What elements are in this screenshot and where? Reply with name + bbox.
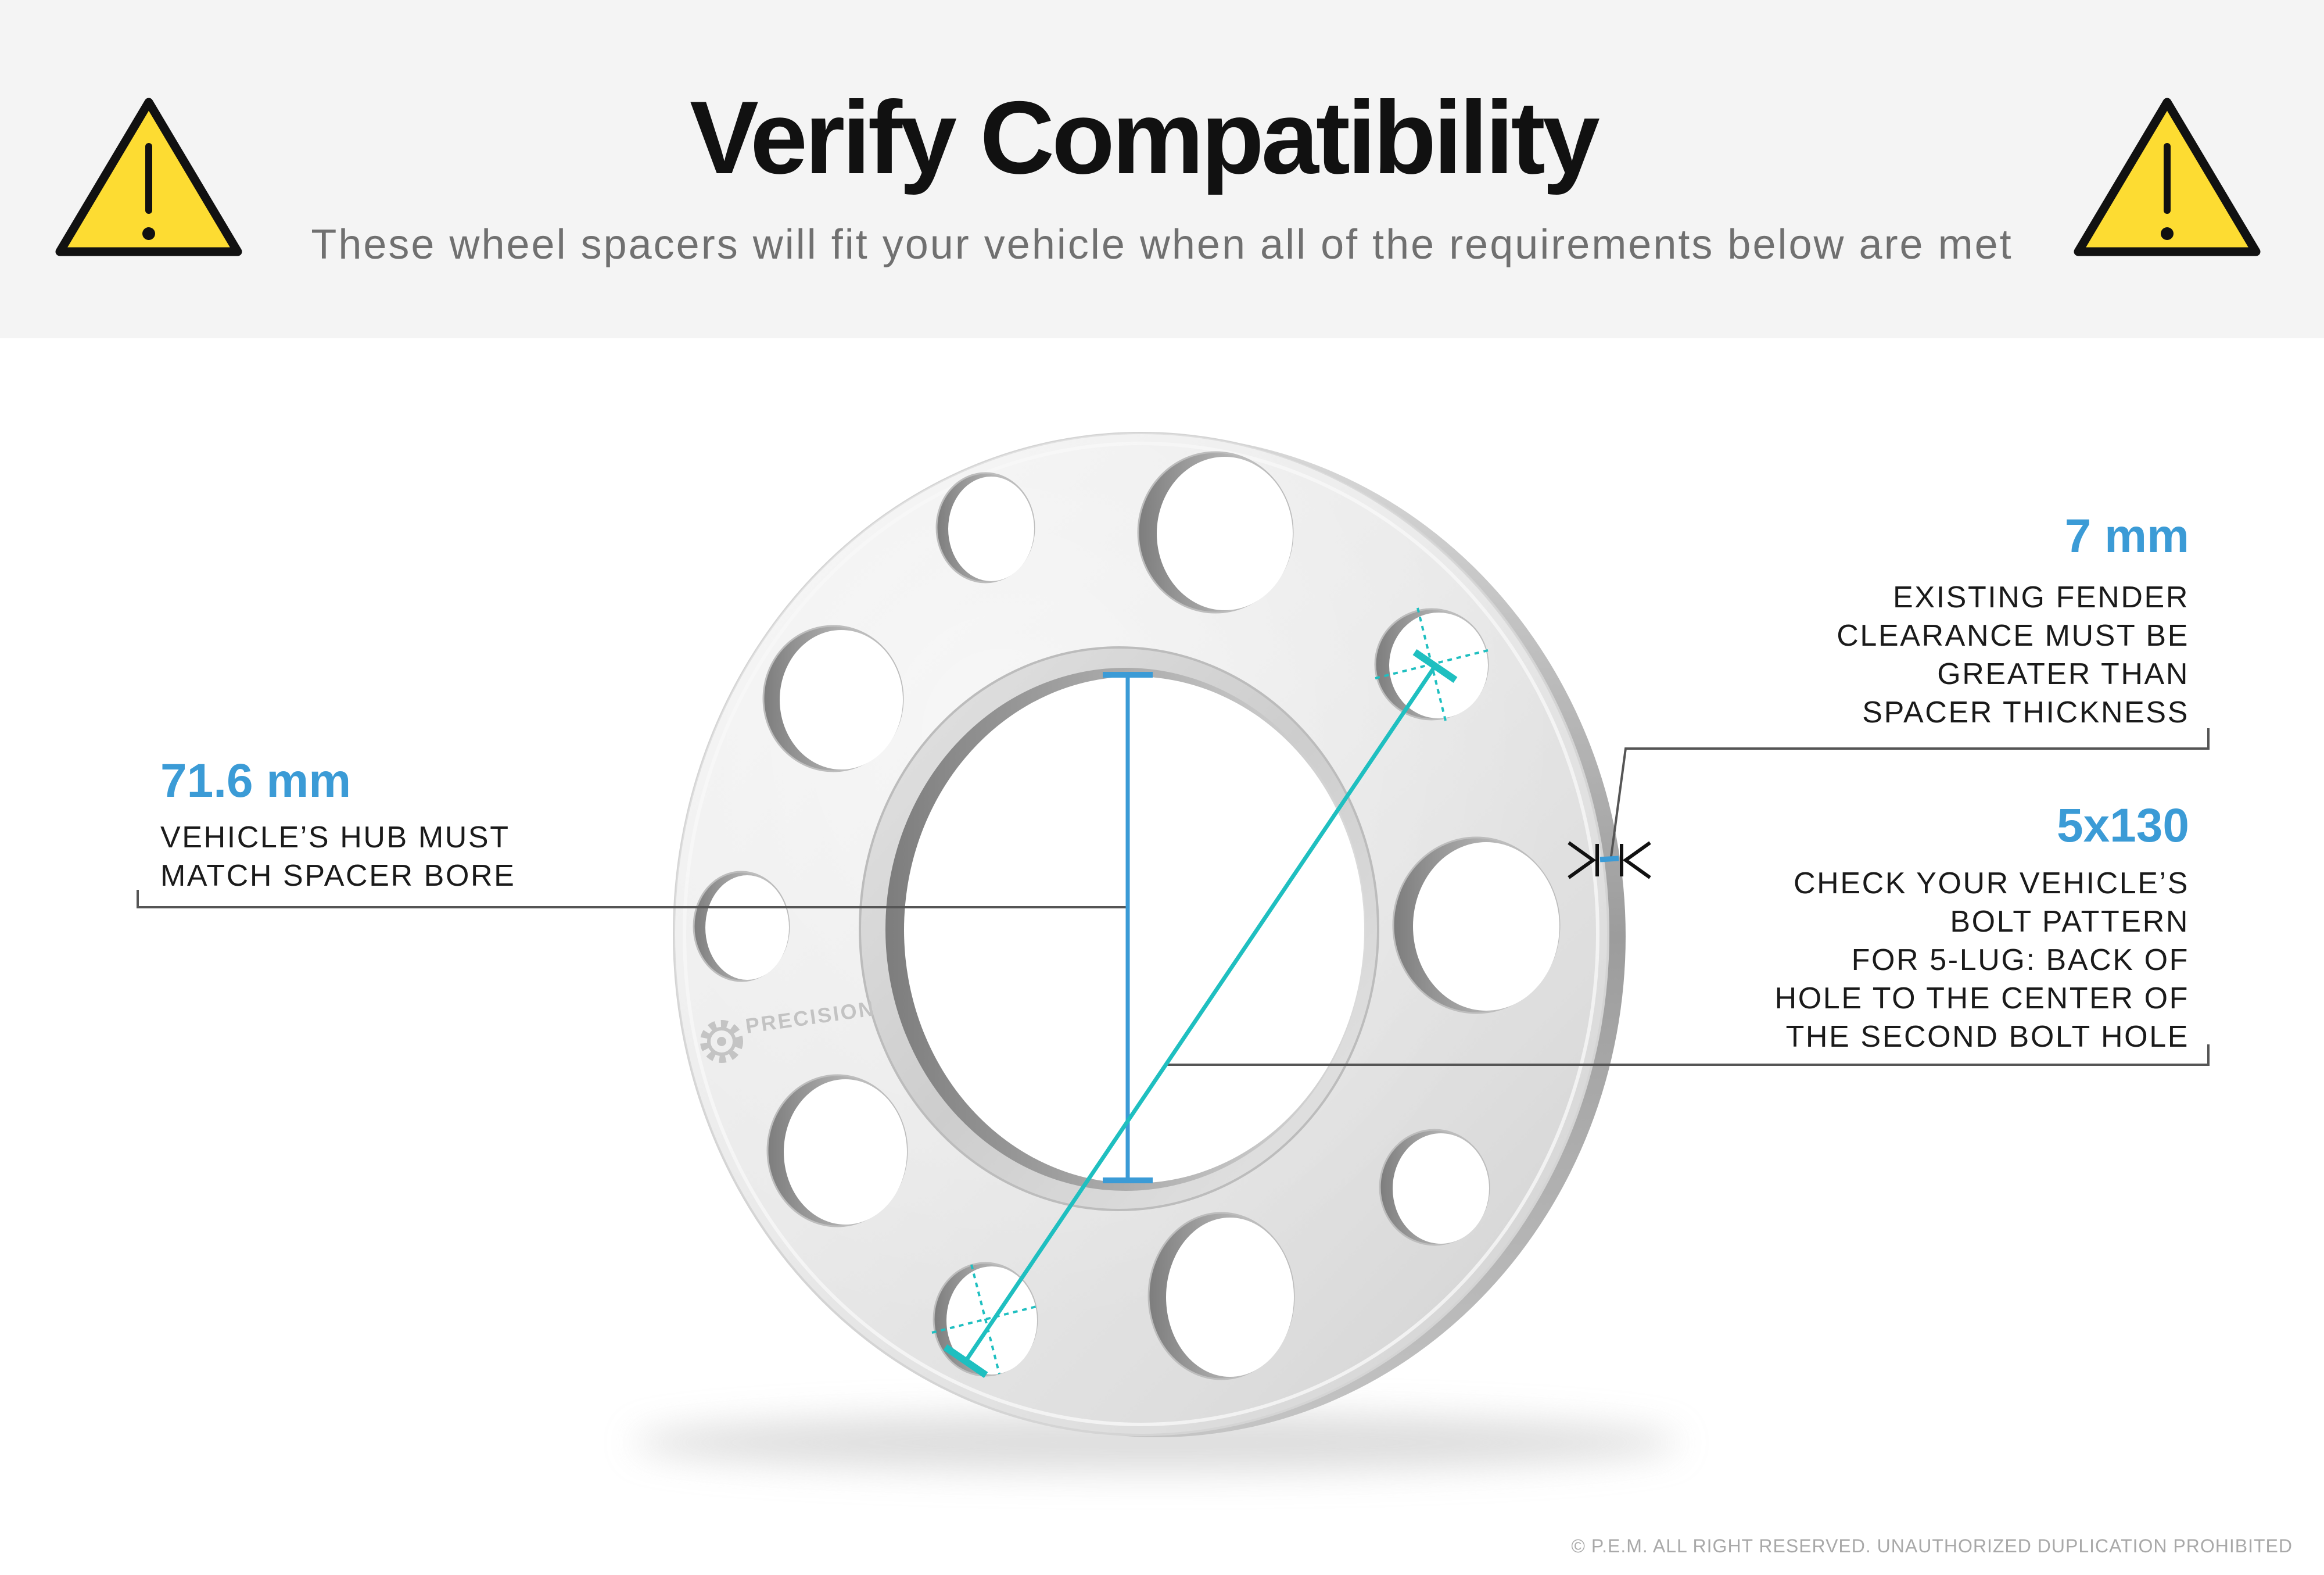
header-band [0, 0, 2324, 338]
warning-triangle-icon [55, 98, 242, 256]
bolt-hole-crosshair [1375, 607, 1489, 721]
arrow-right-icon [1568, 841, 1597, 879]
bolt-hole [1147, 1212, 1295, 1380]
bolt-pattern-leader-line [1166, 1044, 2210, 1066]
arrow-left-icon [1622, 841, 1651, 879]
thickness-leader-line [1610, 728, 2210, 857]
leader-lines [137, 728, 2210, 1066]
bolt-hole [935, 472, 1035, 584]
bolt-hole [1392, 836, 1561, 1014]
thickness-description-line: EXISTING FENDER [1893, 581, 2189, 614]
bolt-hole-opening [780, 630, 903, 769]
bolt-hole [766, 1074, 908, 1227]
page-subtitle: These wheel spacers will fit your vehicl… [311, 221, 2013, 268]
bolt-pattern-description-line: THE SECOND BOLT HOLE [1785, 1020, 2189, 1054]
wheel-spacer: PRECISION [633, 432, 1679, 1472]
bolt-hole-crosshair [931, 1264, 1039, 1374]
bolt-hole [693, 871, 790, 982]
bolt-pattern-description-line: CHECK YOUR VEHICLE’S [1794, 867, 2189, 900]
bolt-pattern-description: CHECK YOUR VEHICLE’S BOLT PATTERN FOR 5-… [1775, 864, 2189, 1056]
bore-opening [904, 676, 1364, 1183]
spacer-face-chamfer [683, 442, 1599, 1426]
bolt-hole-opening [705, 875, 789, 980]
bolt-hole [1137, 451, 1294, 614]
center-bore [859, 646, 1379, 1211]
spacer-shadow [633, 1413, 1679, 1472]
thickness-description-line: SPACER THICKNESS [1862, 696, 2189, 729]
bolt-hole-opening [1413, 842, 1559, 1011]
bolt-hole-opening [1157, 457, 1293, 610]
thickness-value: 7 mm [2064, 510, 2189, 563]
thickness-description-line: GREATER THAN [1937, 657, 2189, 691]
copyright-notice: © P.E.M. ALL RIGHT RESERVED. UNAUTHORIZE… [1571, 1535, 2293, 1556]
center-bore-description: VEHICLE’S HUB MUST MATCH SPACER BORE [160, 818, 515, 895]
bolt-hole [1379, 1129, 1490, 1246]
bolt-hole [762, 625, 904, 772]
center-bore-description-line: MATCH SPACER BORE [160, 859, 516, 893]
bore-leader-line [137, 890, 1128, 908]
bolt-pattern-description-line: FOR 5-LUG: BACK OF [1851, 943, 2189, 977]
bolt-hole-opening [1393, 1133, 1489, 1244]
bolt-pattern-description-line: HOLE TO THE CENTER OF [1774, 982, 2189, 1015]
bolt-pattern-description-line: BOLT PATTERN [1950, 905, 2189, 939]
bolt-hole-opening [1166, 1218, 1294, 1377]
thickness-description-line: CLEARANCE MUST BE [1837, 619, 2189, 653]
thickness-description: EXISTING FENDER CLEARANCE MUST BE GREATE… [1837, 578, 2189, 732]
thickness-marker [1568, 841, 1651, 879]
gear-icon [700, 1020, 743, 1063]
bore-dimension-line [1103, 672, 1153, 1183]
bolt-hole-opening [784, 1079, 907, 1225]
warning-triangle-icon [2074, 98, 2261, 256]
bolt-hole-opening [948, 477, 1034, 581]
center-bore-value: 71.6 mm [160, 754, 352, 807]
page-title: Verify Compatibility [690, 80, 1600, 195]
bolt-pattern-dimension-line [931, 607, 1489, 1378]
center-bore-description-line: VEHICLE’S HUB MUST [160, 821, 510, 854]
bolt-pattern-value: 5x130 [2056, 799, 2189, 852]
